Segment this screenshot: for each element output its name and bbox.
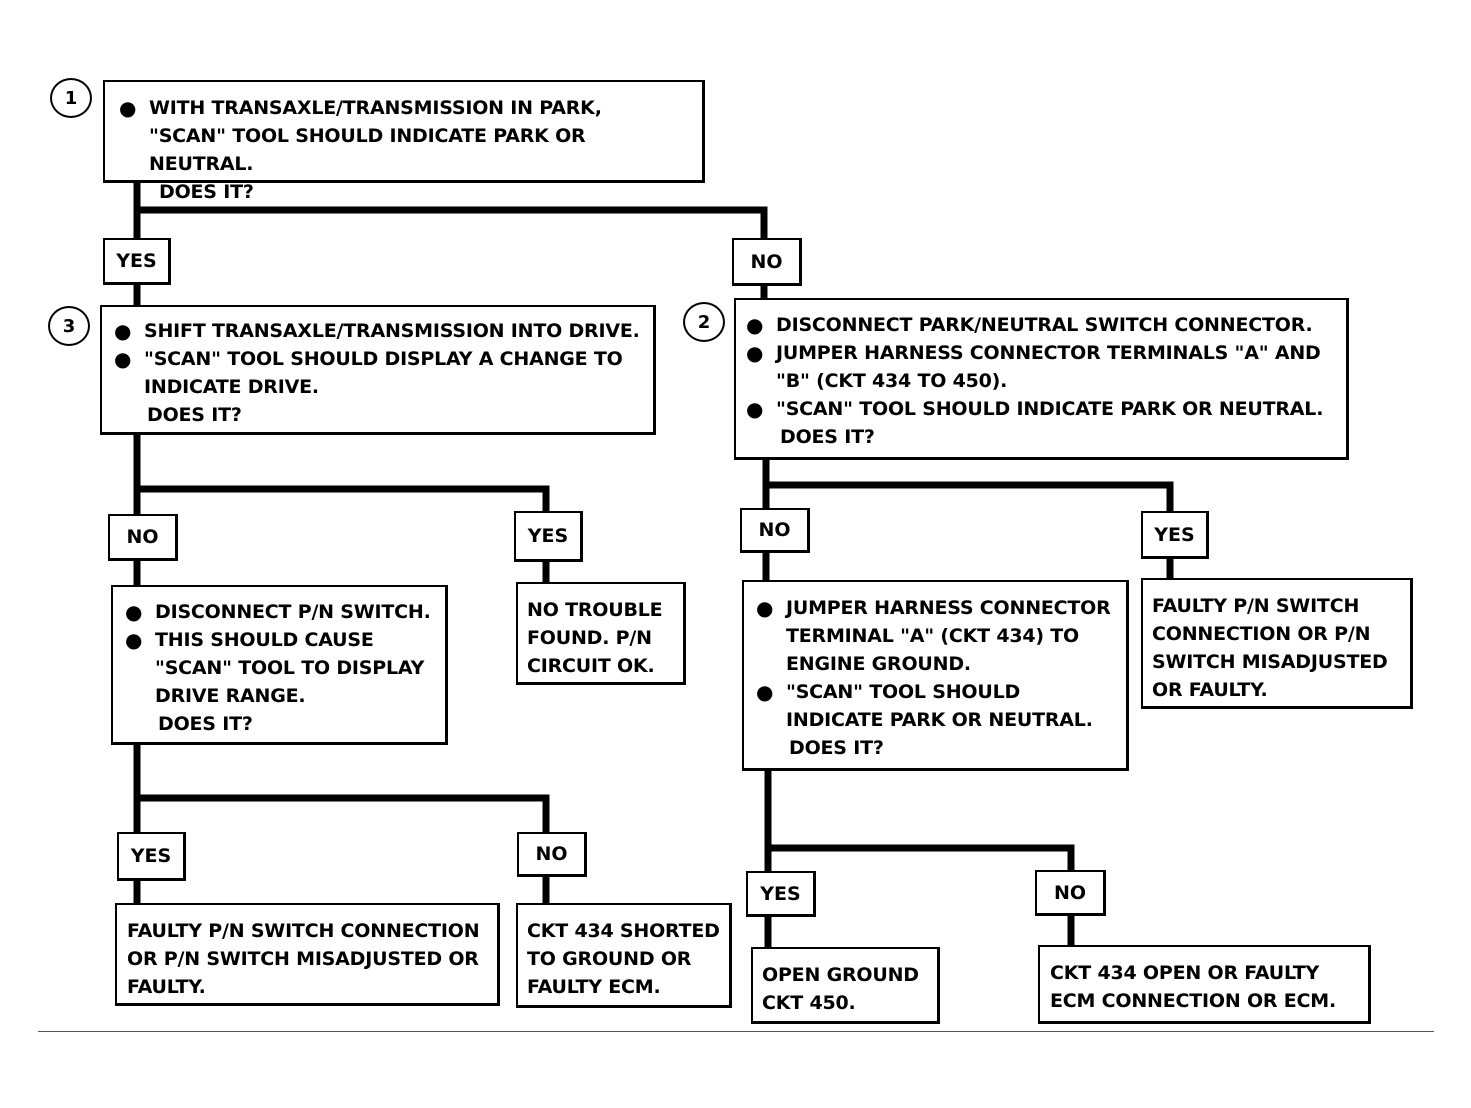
- step-5-box: ● JUMPER HARNESS CONNECTOR TERMINAL "A" …: [742, 580, 1129, 771]
- bullet-icon: ●: [119, 96, 137, 120]
- step-number-3: 3: [48, 306, 90, 346]
- step-2-box: ● DISCONNECT PARK/NEUTRAL SWITCH CONNECT…: [734, 298, 1349, 460]
- label-step4-yes: YES: [117, 832, 186, 881]
- label-step3-yes: YES: [514, 511, 583, 562]
- label-step2-yes: YES: [1141, 511, 1209, 559]
- step-4-question: DOES IT?: [158, 713, 253, 735]
- step-3-item-1: ● SHIFT TRANSAXLE/TRANSMISSION INTO DRIV…: [110, 317, 653, 345]
- label-step2-no: NO: [740, 508, 810, 553]
- step-2-question: DOES IT?: [780, 426, 875, 448]
- result-ckt434-shorted: CKT 434 SHORTED TO GROUND OR FAULTY ECM.: [516, 903, 732, 1008]
- bullet-icon: ●: [746, 397, 764, 421]
- bullet-icon: ●: [114, 347, 132, 371]
- step-1-item-1: ● WITH TRANSAXLE/TRANSMISSION IN PARK, "…: [115, 94, 702, 178]
- step-3-item-2: ● "SCAN" TOOL SHOULD DISPLAY A CHANGE TO…: [110, 345, 653, 401]
- step-1-question: DOES IT?: [159, 181, 254, 203]
- step-4-item-1: ● DISCONNECT P/N SWITCH.: [121, 598, 445, 626]
- bullet-icon: ●: [746, 313, 764, 337]
- result-ckt434-open: CKT 434 OPEN OR FAULTY ECM CONNECTION OR…: [1038, 945, 1371, 1024]
- label-step1-no: NO: [732, 238, 802, 286]
- bullet-icon: ●: [114, 319, 132, 343]
- step-5-item-1: ● JUMPER HARNESS CONNECTOR TERMINAL "A" …: [752, 594, 1126, 678]
- bullet-icon: ●: [746, 341, 764, 365]
- step-2-item-2: ● JUMPER HARNESS CONNECTOR TERMINALS "A"…: [742, 339, 1346, 395]
- bullet-icon: ●: [756, 680, 774, 704]
- label-step1-yes: YES: [103, 238, 171, 285]
- result-faulty-switch-right: FAULTY P/N SWITCH CONNECTION OR P/N SWIT…: [1141, 578, 1413, 709]
- step-2-item-1: ● DISCONNECT PARK/NEUTRAL SWITCH CONNECT…: [742, 311, 1346, 339]
- bottom-rule: [38, 1031, 1434, 1032]
- step-3-box: ● SHIFT TRANSAXLE/TRANSMISSION INTO DRIV…: [100, 305, 656, 435]
- bullet-icon: ●: [125, 600, 143, 624]
- label-step4-no: NO: [517, 832, 587, 877]
- step-5-item-2: ● "SCAN" TOOL SHOULD INDICATE PARK OR NE…: [752, 678, 1126, 734]
- step-number-1: 1: [50, 78, 92, 118]
- step-2-item-3: ● "SCAN" TOOL SHOULD INDICATE PARK OR NE…: [742, 395, 1346, 423]
- label-step3-no: NO: [108, 514, 178, 561]
- bullet-icon: ●: [125, 628, 143, 652]
- step-1-box: ● WITH TRANSAXLE/TRANSMISSION IN PARK, "…: [103, 80, 705, 203]
- step-number-2: 2: [683, 302, 725, 342]
- label-step5-yes: YES: [746, 871, 816, 917]
- result-open-ground: OPEN GROUND CKT 450.: [751, 947, 940, 1024]
- result-faulty-switch-left: FAULTY P/N SWITCH CONNECTION OR P/N SWIT…: [115, 903, 500, 1006]
- step-4-item-2: ● THIS SHOULD CAUSE "SCAN" TOOL TO DISPL…: [121, 626, 445, 710]
- bullet-icon: ●: [756, 596, 774, 620]
- result-no-trouble: NO TROUBLE FOUND. P/N CIRCUIT OK.: [516, 582, 686, 685]
- step-5-question: DOES IT?: [789, 737, 884, 759]
- step-3-question: DOES IT?: [147, 404, 242, 426]
- step-4-box: ● DISCONNECT P/N SWITCH. ● THIS SHOULD C…: [111, 585, 448, 745]
- label-step5-no: NO: [1035, 870, 1106, 916]
